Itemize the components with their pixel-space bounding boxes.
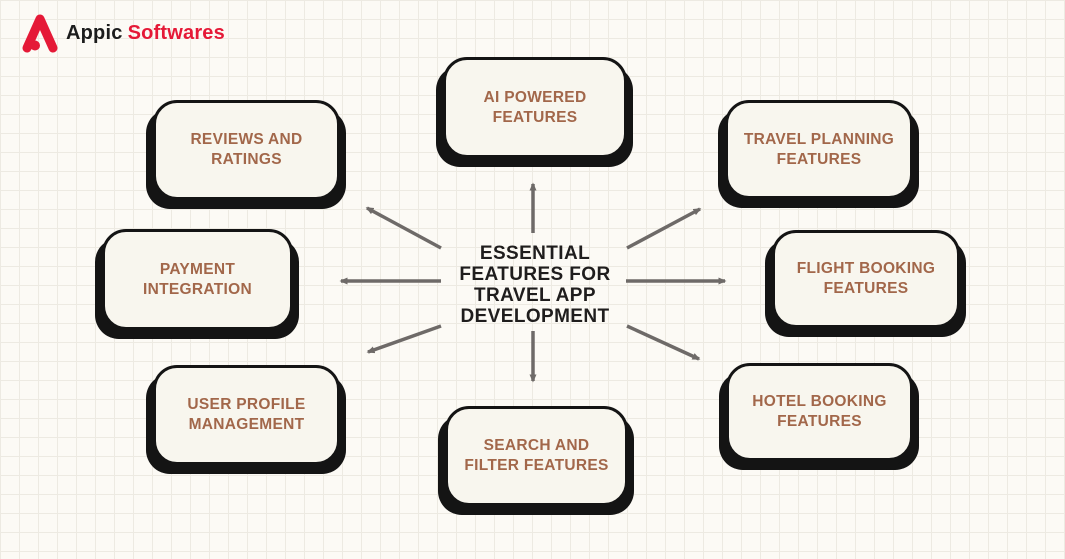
arrow-to-hotel-booking <box>626 324 701 361</box>
feature-label: PAYMENT INTEGRATION <box>143 260 252 298</box>
brand-name-primary: Appic <box>66 21 123 44</box>
feature-label: HOTEL BOOKING FEATURES <box>752 393 887 430</box>
feature-box-user-profile: USER PROFILE MANAGEMENT <box>153 365 340 465</box>
feature-label: SEARCH AND FILTER FEATURES <box>464 437 609 474</box>
appic-logo-icon <box>22 14 58 53</box>
feature-label: AI POWERED FEATURES <box>483 88 587 126</box>
brand-name-secondary: Softwares <box>127 21 225 44</box>
feature-box-search-filter: SEARCH AND FILTER FEATURES <box>445 406 628 506</box>
arrow-to-travel-planning <box>626 207 702 250</box>
feature-label: TRAVEL PLANNING FEATURES <box>743 130 895 168</box>
feature-box-payment-integration: PAYMENT INTEGRATION <box>102 229 293 330</box>
center-title-line: DEVELOPMENT <box>460 306 610 327</box>
feature-label: FLIGHT BOOKING FEATURES <box>796 260 936 297</box>
feature-box-ai-powered: AI POWERED FEATURES <box>443 57 627 158</box>
feature-box-hotel-booking: HOTEL BOOKING FEATURES <box>726 363 913 461</box>
arrow-to-reviews <box>365 206 442 250</box>
center-title: ESSENTIAL FEATURES FOR TRAVEL APP DEVELO… <box>435 243 635 327</box>
feature-box-flight-booking: FLIGHT BOOKING FEATURES <box>772 230 960 328</box>
center-title-line: TRAVEL APP <box>474 285 596 306</box>
feature-box-travel-planning: TRAVEL PLANNING FEATURES <box>725 100 913 199</box>
center-title-line: FEATURES FOR <box>459 264 611 285</box>
feature-label: REVIEWS AND RATINGS <box>190 131 303 168</box>
center-title-line: ESSENTIAL <box>479 243 591 264</box>
feature-label: USER PROFILE MANAGEMENT <box>187 396 306 433</box>
arrow-to-user-profile <box>366 324 442 354</box>
feature-box-reviews-ratings: REVIEWS AND RATINGS <box>153 100 340 200</box>
